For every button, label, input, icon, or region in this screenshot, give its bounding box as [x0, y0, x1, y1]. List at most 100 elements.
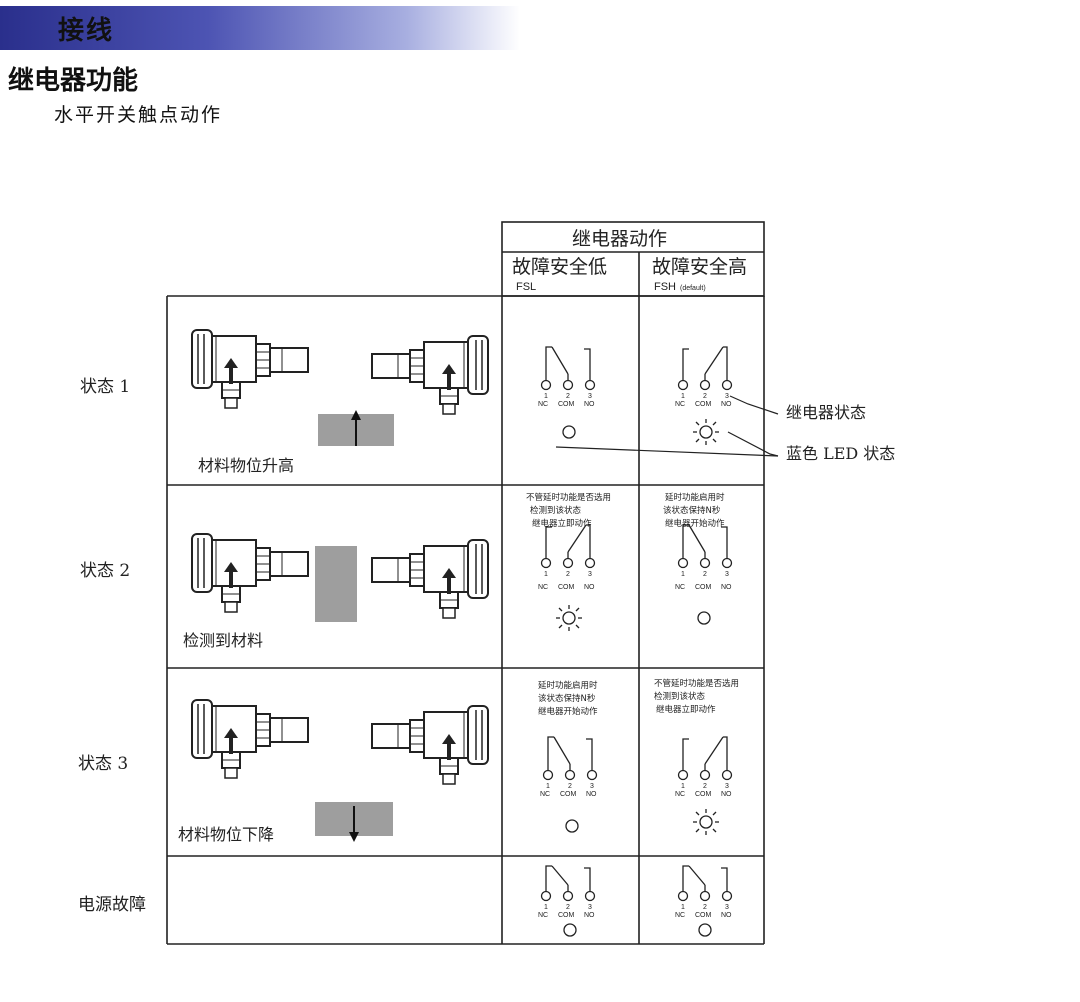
svg-text:NO: NO: [721, 791, 732, 798]
svg-text:不管延时功能是否选用: 不管延时功能是否选用: [654, 678, 739, 689]
sensor-illustration: [191, 533, 309, 613]
sensor-illustration: [371, 539, 489, 619]
cell-note-state-3-fsh: 不管延时功能是否选用 检测到该状态 继电器立即动作: [654, 678, 739, 715]
fsl-code: FSL: [516, 281, 536, 293]
svg-text:检测到该状态: 检测到该状态: [654, 691, 706, 702]
relay-diagram: [677, 346, 733, 391]
led-on-icon: [555, 604, 583, 632]
svg-text:NO: NO: [584, 584, 595, 591]
cell-note-state-2-fsh: 延时功能启用时 该状态保持N秒 继电器开始动作: [663, 492, 725, 529]
relay-state-leader: [729, 395, 779, 415]
svg-text:3: 3: [588, 393, 592, 400]
svg-text:COM: COM: [695, 584, 712, 591]
arrow-up-icon: [351, 410, 361, 420]
svg-text:该状态保持N秒: 该状态保持N秒: [538, 693, 596, 704]
fsh-code: FSH: [654, 281, 676, 293]
svg-text:NC: NC: [538, 401, 548, 408]
page-subheading: 水平开关触点动作: [54, 104, 223, 126]
svg-text:2: 2: [568, 783, 572, 790]
svg-text:NO: NO: [584, 401, 595, 408]
svg-text:3: 3: [588, 904, 592, 911]
row-caption-state-1: 材料物位升高: [198, 456, 294, 475]
table-grid: [166, 221, 765, 945]
cell-note-state-3-fsl: 延时功能启用时 该状态保持N秒 继电器开始动作: [538, 680, 598, 717]
svg-text:NO: NO: [721, 401, 732, 408]
led-off-icon: [697, 611, 711, 625]
svg-text:NC: NC: [675, 912, 685, 919]
svg-text:延时功能启用时: 延时功能启用时: [538, 680, 598, 691]
led-off-icon: [698, 923, 712, 937]
fsl-header: 故障安全低: [512, 256, 607, 278]
led-state-leader: [727, 431, 779, 457]
svg-text:NO: NO: [586, 791, 597, 798]
relay-action-header: 继电器动作: [572, 228, 667, 250]
svg-text:COM: COM: [558, 912, 575, 919]
row-label-state-3: 状态 3: [78, 754, 128, 774]
relay-diagram: [540, 865, 596, 902]
led-on-icon: [692, 418, 720, 446]
svg-text:1: 1: [544, 393, 548, 400]
svg-text:3: 3: [725, 783, 729, 790]
svg-text:COM: COM: [558, 401, 575, 408]
arrow-down-icon: [349, 832, 359, 842]
led-state-leader: [555, 446, 779, 457]
section-title: 接线: [58, 16, 115, 46]
led-on-icon: [692, 808, 720, 836]
terminal-labels: 1 2 3 NC COM NO 1 2 3 NC COM NO 1 2 3 NC…: [538, 393, 732, 919]
svg-text:2: 2: [703, 393, 707, 400]
sensor-illustration: [191, 329, 309, 409]
svg-text:3: 3: [725, 904, 729, 911]
svg-text:2: 2: [703, 571, 707, 578]
relay-diagram: [540, 346, 596, 391]
svg-text:1: 1: [546, 783, 550, 790]
svg-text:不管延时功能是否选用: 不管延时功能是否选用: [526, 492, 611, 503]
svg-text:3: 3: [588, 571, 592, 578]
svg-text:NO: NO: [721, 912, 732, 919]
row-label-state-1: 状态 1: [80, 377, 130, 397]
relay-diagram: [677, 524, 733, 569]
callout-relay-state: 继电器状态: [786, 403, 866, 422]
svg-text:2: 2: [566, 904, 570, 911]
cell-note-state-2-fsl: 不管延时功能是否选用 检测到该状态 继电器立即动作: [526, 492, 611, 529]
svg-text:1: 1: [681, 904, 685, 911]
svg-text:3: 3: [725, 571, 729, 578]
svg-text:COM: COM: [695, 791, 712, 798]
svg-text:继电器立即动作: 继电器立即动作: [656, 704, 716, 715]
svg-text:3: 3: [590, 783, 594, 790]
svg-text:COM: COM: [560, 791, 577, 798]
svg-text:2: 2: [566, 393, 570, 400]
svg-text:NC: NC: [538, 912, 548, 919]
svg-text:1: 1: [544, 904, 548, 911]
svg-text:2: 2: [566, 571, 570, 578]
led-off-icon: [563, 923, 577, 937]
svg-text:继电器开始动作: 继电器开始动作: [665, 518, 725, 529]
sensor-illustration: [191, 699, 309, 779]
page-heading: 继电器功能: [8, 66, 139, 96]
material-detected: [315, 546, 357, 622]
svg-text:NO: NO: [584, 912, 595, 919]
svg-text:COM: COM: [558, 584, 575, 591]
svg-text:NC: NC: [675, 401, 685, 408]
relay-diagram: [677, 736, 733, 781]
svg-text:COM: COM: [695, 912, 712, 919]
svg-text:NC: NC: [675, 584, 685, 591]
svg-text:继电器立即动作: 继电器立即动作: [532, 518, 592, 529]
row-label-state-2: 状态 2: [80, 561, 130, 581]
sensor-illustration: [371, 335, 489, 415]
callout-led-state: 蓝色 LED 状态: [786, 444, 895, 463]
svg-text:2: 2: [703, 904, 707, 911]
row-caption-state-3: 材料物位下降: [178, 825, 274, 844]
relay-diagram: [677, 865, 733, 902]
svg-text:NO: NO: [721, 584, 732, 591]
svg-text:继电器开始动作: 继电器开始动作: [538, 706, 598, 717]
led-off-icon: [565, 819, 579, 833]
svg-text:延时功能启用时: 延时功能启用时: [665, 492, 725, 503]
relay-diagram: [540, 524, 596, 569]
svg-text:1: 1: [544, 571, 548, 578]
svg-text:检测到该状态: 检测到该状态: [530, 505, 582, 516]
svg-text:该状态保持N秒: 该状态保持N秒: [663, 505, 721, 516]
svg-text:NC: NC: [675, 791, 685, 798]
svg-text:COM: COM: [695, 401, 712, 408]
row-label-power-failure: 电源故障: [78, 895, 146, 915]
